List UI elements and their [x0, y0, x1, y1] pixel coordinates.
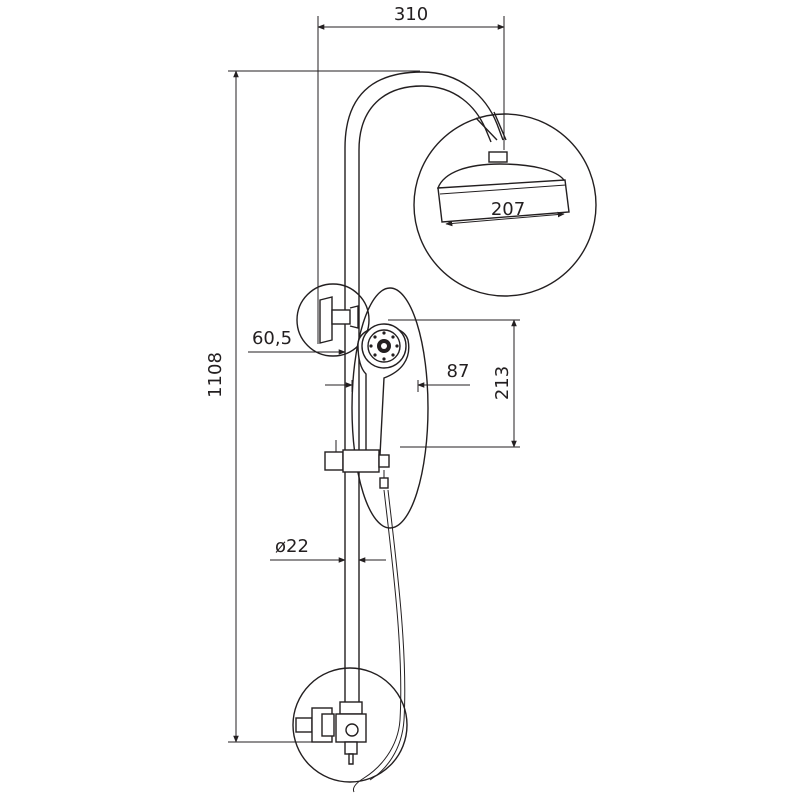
bracket-offset-label: 60,5: [252, 328, 292, 349]
dimension-head-reach: 310: [317, 4, 505, 344]
dimension-pipe-diameter: ø22: [270, 536, 386, 563]
pipe-diameter-label: ø22: [275, 536, 309, 557]
overhead-shower-detail: 207: [413, 111, 597, 297]
head-diameter-label: 207: [491, 199, 525, 220]
total-height-label: 1108: [205, 352, 226, 398]
head-reach-label: 310: [394, 4, 428, 25]
riser-pipe: [344, 71, 504, 720]
nozzle-dots: [369, 331, 399, 361]
hand-shower-detail: 213 87: [324, 287, 520, 529]
hand-shower-height-label: 213: [492, 366, 513, 400]
wall-bracket-detail: 60,5: [248, 283, 370, 357]
dimension-total-height: 1108: [205, 70, 420, 743]
shower-hose: [353, 489, 406, 793]
diverter-detail: [292, 667, 408, 783]
hand-shower-width-label: 87: [447, 361, 470, 382]
